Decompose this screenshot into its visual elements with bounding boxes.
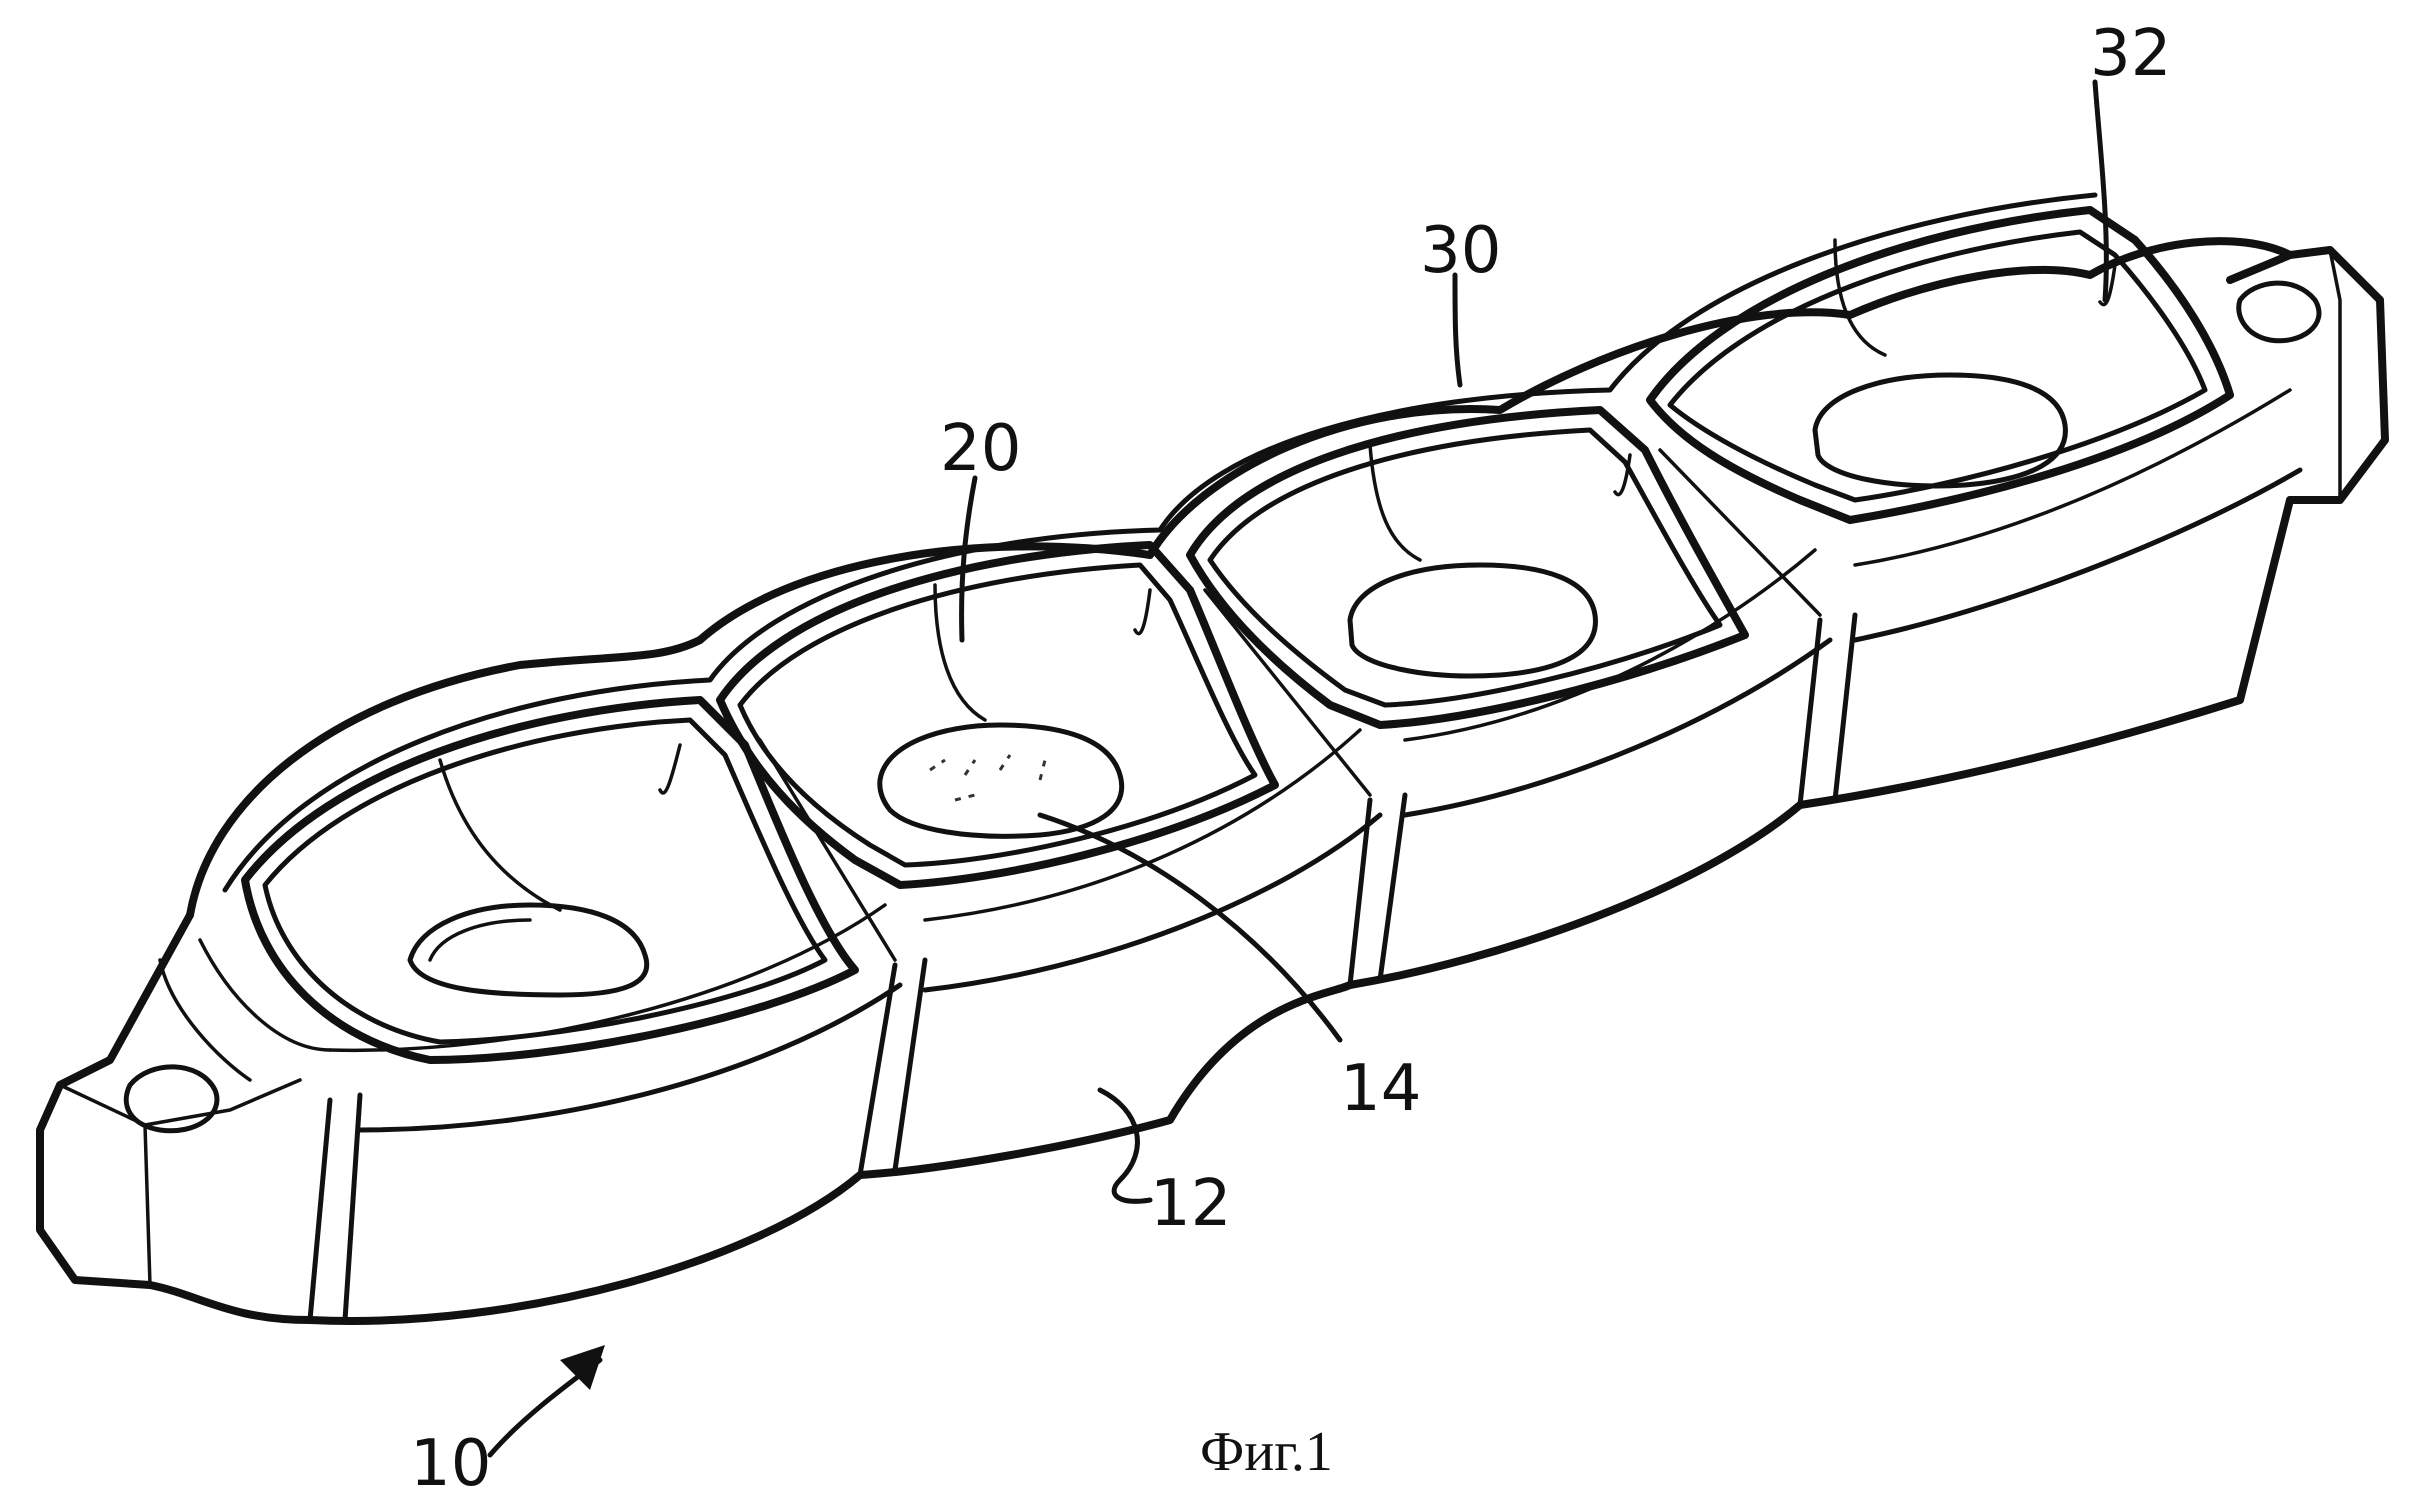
label-12: 12	[1150, 1167, 1231, 1241]
leader-12	[1100, 1090, 1150, 1201]
label-30: 30	[1420, 214, 1501, 288]
leader-20	[962, 478, 975, 640]
figure-caption: Фиг.1	[1200, 1421, 1333, 1483]
tray-body	[40, 241, 2385, 1321]
cavity-2	[720, 545, 1275, 885]
label-20: 20	[940, 412, 1021, 486]
leader-30	[1455, 275, 1460, 385]
label-14: 14	[1340, 1052, 1421, 1126]
label-32: 32	[2090, 17, 2171, 91]
cavity-4	[1650, 210, 2230, 520]
label-10: 10	[410, 1427, 491, 1493]
cavity-1	[245, 700, 855, 1060]
